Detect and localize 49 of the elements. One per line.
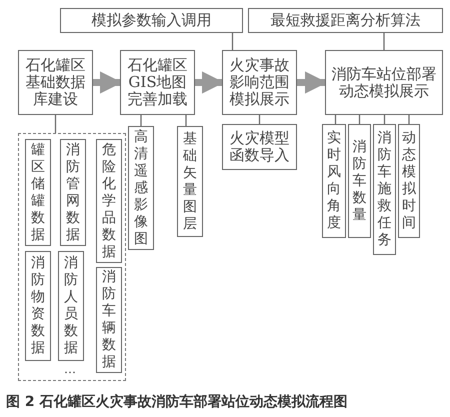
node-label: 消防车站位部署动态模拟展示 [330, 66, 438, 100]
node-label: 消防物资数据 [30, 255, 46, 357]
process-box [96, 139, 122, 263]
node-label: 火灾事故影响范围模拟展示 [228, 57, 290, 108]
ellipsis-note: … [64, 362, 76, 376]
node-label: 消防车施救任务 [377, 130, 392, 249]
node-label: 消防车数量 [352, 138, 367, 224]
process-box [177, 126, 203, 237]
process-box [248, 8, 443, 33]
process-box [398, 124, 420, 238]
process-box [25, 139, 51, 246]
node-label: 火灾模型函数导入 [228, 130, 290, 164]
connector-line [140, 115, 142, 126]
node-label: 最短救援距离分析算法 [270, 12, 422, 29]
dashed-group-box [18, 133, 126, 381]
caption: 图 2 石化罐区火灾事故消防车部署站位动态模拟流程图 [6, 393, 348, 411]
arrow [93, 71, 122, 94]
node-label: 石化罐区基础数据库建设 [24, 57, 86, 108]
node-label: 基础矢量图层 [182, 130, 198, 232]
node-label: 消防人员数据 [64, 255, 78, 357]
process-box [222, 50, 297, 115]
connector-line [383, 33, 385, 50]
process-box [18, 50, 93, 115]
process-box [373, 124, 396, 255]
process-box [222, 124, 297, 170]
node-label: 高清遥感影像图 [134, 128, 148, 248]
node-label: 石化罐区GIS地图完善加载 [126, 57, 188, 108]
process-box [60, 139, 86, 246]
process-box [60, 8, 243, 33]
node-label: 实时风向角度 [326, 130, 342, 232]
process-box [58, 251, 84, 361]
process-box [325, 50, 443, 115]
process-box [128, 126, 154, 250]
node-label: 消防管网数据 [66, 142, 80, 244]
process-box [25, 251, 51, 361]
node-label: 危险化学品数据 [102, 142, 116, 260]
arrow [297, 71, 328, 94]
connector-line [54, 115, 56, 133]
process-box [348, 124, 371, 238]
node-label: 动态模拟时间 [402, 130, 416, 232]
node-label: 罐区储罐数据 [30, 142, 46, 244]
node-label: 消防车辆数据 [102, 269, 116, 371]
arrow [195, 71, 224, 94]
process-box [322, 124, 346, 238]
process-box [120, 50, 195, 115]
connector-line [232, 33, 234, 50]
connector-line [185, 115, 187, 126]
process-box [96, 267, 122, 373]
node-label: 模拟参数输入调用 [90, 12, 212, 29]
